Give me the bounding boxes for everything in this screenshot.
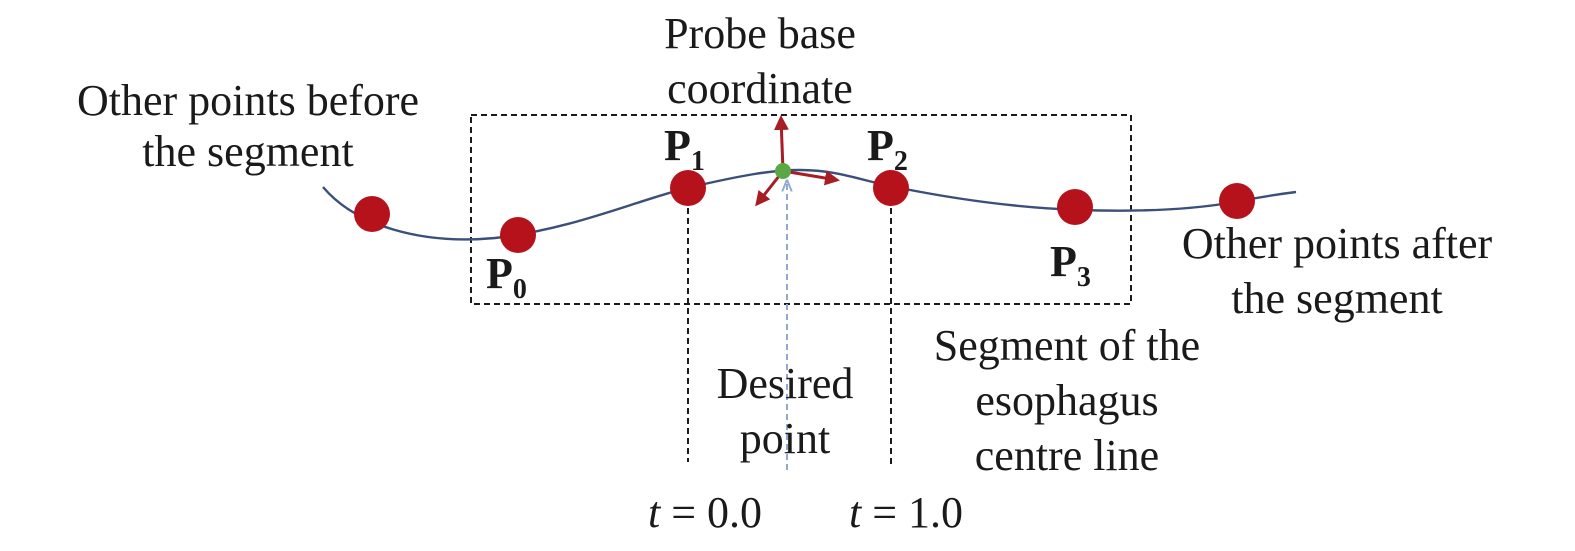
probe-label-line1: Probe base <box>664 9 856 58</box>
segment-frame <box>470 114 1132 305</box>
outer-point-before <box>354 196 390 232</box>
probe-axis-right <box>782 169 840 186</box>
before-label-line2: the segment <box>142 127 353 176</box>
control-point-p3 <box>1057 189 1093 225</box>
segment-label-line2: esophagus <box>975 376 1158 425</box>
desired-label-line2: point <box>740 414 830 463</box>
probe-label-line2: coordinate <box>667 64 853 113</box>
probe-base-point <box>775 163 791 179</box>
p3-label: P3 <box>1050 237 1091 293</box>
probe-axis-up <box>773 115 789 172</box>
centre-line-curve <box>322 168 1297 241</box>
segment-label-line1: Segment of the <box>934 321 1200 370</box>
after-label-line1: Other points after <box>1182 219 1493 268</box>
control-point-p1 <box>670 170 706 206</box>
t-end-label: t = 1.0 <box>849 488 963 537</box>
p2-label: P2 <box>867 121 908 177</box>
control-point-p0 <box>500 217 536 253</box>
after-label-line2: the segment <box>1231 274 1442 323</box>
segment-label-line3: centre line <box>975 431 1159 480</box>
control-point-p2 <box>873 170 909 206</box>
p1-label: P1 <box>664 121 705 177</box>
t-start-label: t = 0.0 <box>648 488 762 537</box>
outer-point-after <box>1219 183 1255 219</box>
desired-label-line1: Desired <box>717 359 854 408</box>
p0-label: P0 <box>486 249 527 305</box>
before-label-line1: Other points before <box>77 76 419 125</box>
